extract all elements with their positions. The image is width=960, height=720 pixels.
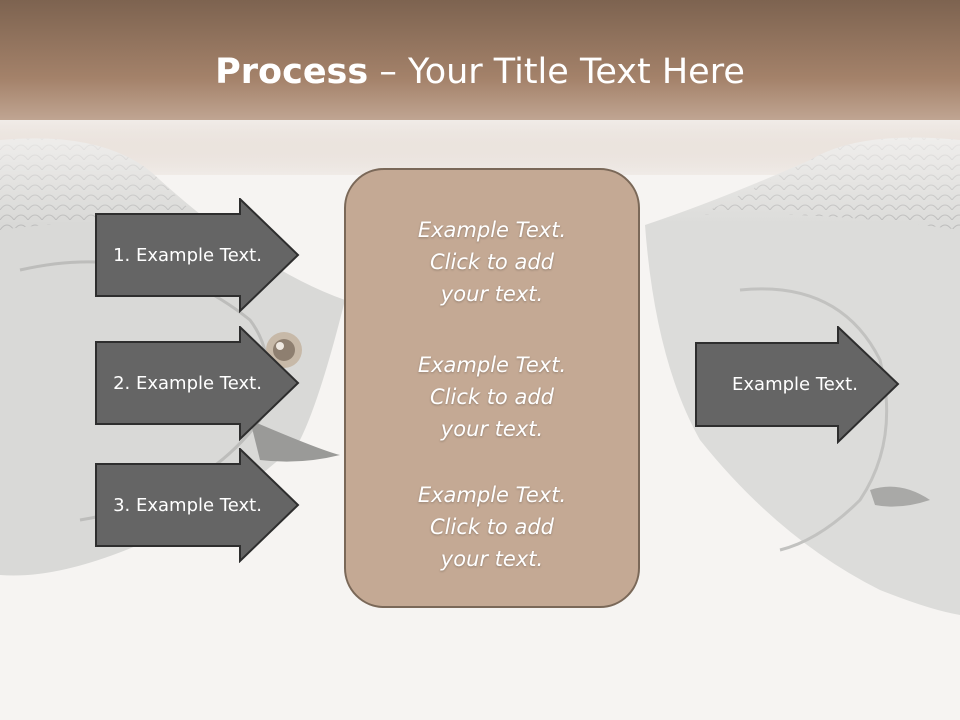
arrow-right-icon xyxy=(95,198,300,313)
title-bold-text: Process xyxy=(215,52,369,92)
center-line: Example Text. xyxy=(417,483,567,507)
center-line: Click to add xyxy=(429,515,554,539)
center-line: Click to add xyxy=(429,385,554,409)
left-arrow-3-label: 3. Example Text. xyxy=(113,494,262,516)
center-line: your text. xyxy=(440,282,544,306)
left-arrow-2[interactable]: 2. Example Text. xyxy=(95,326,300,441)
center-line: Click to add xyxy=(429,250,554,274)
left-arrow-1-label: 1. Example Text. xyxy=(113,244,262,266)
left-arrow-2-label: 2. Example Text. xyxy=(113,372,262,394)
arrow-right-icon xyxy=(95,326,300,441)
center-paragraph-3: Example Text. Click to add your text. xyxy=(346,479,638,575)
center-line: Example Text. xyxy=(417,353,567,377)
center-paragraph-2: Example Text. Click to add your text. xyxy=(346,349,638,445)
left-arrow-1[interactable]: 1. Example Text. xyxy=(95,198,300,313)
center-line: Example Text. xyxy=(417,218,567,242)
left-arrow-3[interactable]: 3. Example Text. xyxy=(95,448,300,563)
center-line: your text. xyxy=(440,547,544,571)
slide-title[interactable]: Process – Your Title Text Here xyxy=(0,52,960,92)
center-text-box[interactable]: Example Text. Click to add your text. Ex… xyxy=(344,168,640,608)
right-arrow-label: Example Text. xyxy=(732,374,858,395)
arrow-right-icon xyxy=(695,326,900,444)
center-paragraph-1: Example Text. Click to add your text. xyxy=(346,214,638,310)
right-arrow[interactable]: Example Text. xyxy=(695,326,900,444)
center-line: your text. xyxy=(440,417,544,441)
title-rest-text: – Your Title Text Here xyxy=(368,52,745,92)
arrow-right-icon xyxy=(95,448,300,563)
